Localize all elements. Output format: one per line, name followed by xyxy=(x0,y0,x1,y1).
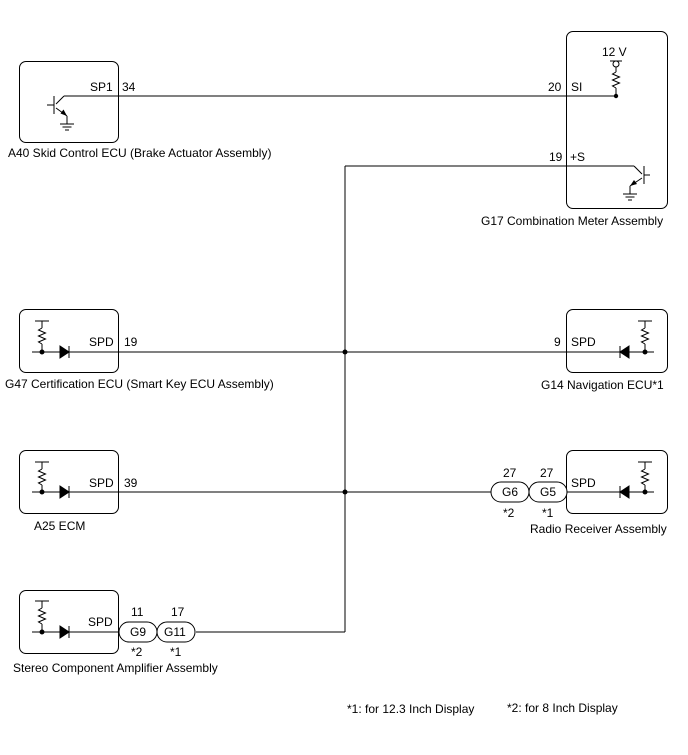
g11-connector-label: G11 xyxy=(164,625,186,639)
connector-g5 xyxy=(528,481,568,503)
g5-footnote-mark: *1 xyxy=(542,506,554,520)
a25-pin-number: 39 xyxy=(124,476,138,490)
g14-label: G14 Navigation ECU*1 xyxy=(541,378,664,392)
g17-pin-s: 19 xyxy=(549,150,563,164)
g6-pin-number: 27 xyxy=(503,466,517,480)
connector-g11 xyxy=(156,621,196,643)
a40-terminal-label: SP1 xyxy=(90,80,113,94)
g17-terminal-si: SI xyxy=(571,80,583,94)
g6-footnote-mark: *2 xyxy=(503,506,515,520)
a25-terminal-label: SPD xyxy=(89,476,114,490)
footnote-2: *2: for 8 Inch Display xyxy=(507,701,618,715)
g14-terminal-label: SPD xyxy=(571,335,596,349)
radio-box xyxy=(566,450,668,514)
a40-box xyxy=(19,61,119,143)
radio-terminal-label: SPD xyxy=(571,476,596,490)
g6-connector-label: G6 xyxy=(502,485,519,499)
g47-label: G47 Certification ECU (Smart Key ECU Ass… xyxy=(5,377,274,391)
stereo-box xyxy=(19,590,119,654)
stereo-terminal-label: SPD xyxy=(88,615,113,629)
g5-connector-label: G5 xyxy=(540,485,557,499)
g47-terminal-label: SPD xyxy=(89,335,114,349)
a40-transistor-icon xyxy=(47,95,119,131)
radio-label: Radio Receiver Assembly xyxy=(530,522,667,536)
g11-pin-number: 17 xyxy=(171,605,185,619)
g47-box xyxy=(19,309,119,373)
g17-pin-si: 20 xyxy=(548,80,562,94)
g14-box xyxy=(566,309,668,373)
a25-box xyxy=(19,450,119,514)
stereo-label: Stereo Component Amplifier Assembly xyxy=(13,661,218,675)
footnote-1: *1: for 12.3 Inch Display xyxy=(347,702,475,716)
g17-pullup-resistor-icon xyxy=(610,60,622,96)
a25-resistor-diode-icon xyxy=(32,461,119,498)
junction-dot xyxy=(342,349,348,355)
g17-transistor-icon xyxy=(623,165,650,201)
g5-pin-number: 27 xyxy=(540,466,554,480)
g14-pin-number: 9 xyxy=(554,335,561,349)
junction-dot xyxy=(613,93,619,99)
g17-terminal-s: +S xyxy=(570,150,586,164)
g9-footnote-mark: *2 xyxy=(131,645,143,659)
g17-label: G17 Combination Meter Assembly xyxy=(481,214,664,228)
g17-box xyxy=(566,31,668,209)
a25-label: A25 ECM xyxy=(34,519,86,533)
g9-pin-number: 11 xyxy=(131,605,144,619)
junction-dot xyxy=(342,489,348,495)
g11-footnote-mark: *1 xyxy=(170,645,182,659)
g47-pin-number: 19 xyxy=(124,335,138,349)
g17-supply-label: 12 V xyxy=(602,45,627,59)
a40-pin-number: 34 xyxy=(122,80,136,94)
stereo-resistor-diode-icon xyxy=(32,600,119,638)
a40-label: A40 Skid Control ECU (Brake Actuator Ass… xyxy=(8,146,272,160)
g9-connector-label: G9 xyxy=(130,625,147,639)
